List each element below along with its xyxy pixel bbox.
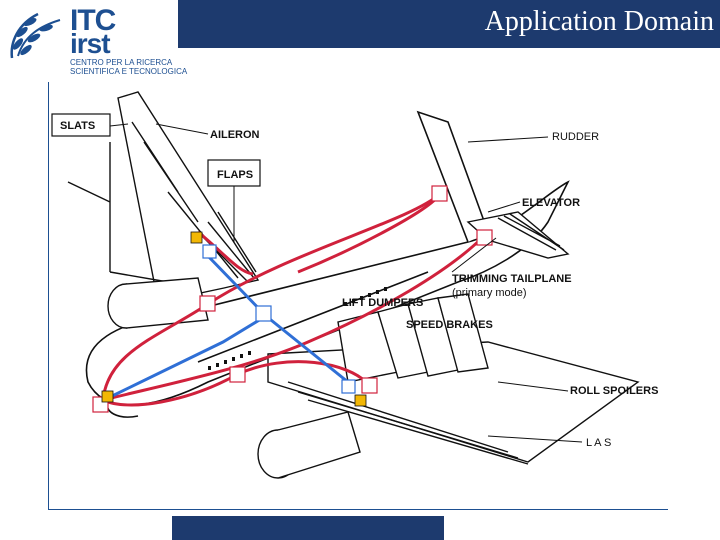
logo-itc: ITC [70,4,116,37]
header-bar: Application Domain [178,0,720,48]
label-flaps: FLAPS [217,169,253,181]
blue-bus [107,252,349,400]
label-rudder: RUDDER [552,131,599,143]
spoiler-node [229,366,246,383]
laurel-wreath-icon [10,12,61,59]
computer-node-1 [190,231,203,244]
engines [107,277,361,479]
speed-brake-node [341,379,356,394]
logo-subtitle-1: CENTRO PER LA RICERCA [70,58,173,67]
slats-box [51,113,111,137]
label-trimming-mode: (primary mode) [452,287,527,299]
blue-nodes [202,244,356,394]
upper-wing [67,91,260,303]
center-node [255,305,272,322]
rudder-node [431,185,448,202]
computer-node-2 [101,390,114,403]
logo-subtitle-2: SCIENTIFICA E TECNOLOGICA [70,67,188,76]
computer-node-3 [354,394,367,407]
flaps-node [202,244,217,259]
roll-spoiler-node [361,377,378,394]
label-slats: SLATS [60,120,95,132]
diagram-frame [48,82,668,510]
windows [208,287,387,370]
footer-bar [172,516,444,540]
label-speed-brakes: SPEED BRAKES [406,319,493,331]
lower-wing [267,293,640,465]
label-roll-spoilers: ROLL SPOILERS [570,385,658,397]
label-aileron: AILERON [210,129,260,141]
aircraft-diagram: SLATS AILERON FLAPS RUDDER ELEVATOR TRIM… [51,91,658,479]
label-lift-dumpers: LIFT DUMPERS [342,297,423,309]
label-las: L A S [586,437,611,449]
aileron-node [199,295,216,312]
logo: ITC irst CENTRO PER LA RICERCA SCIENTIFI… [4,2,187,76]
elevator-node [476,229,493,246]
label-trimming-tailplane: TRIMMING TAILPLANE [452,273,572,285]
yellow-nodes [101,231,367,407]
label-elevator: ELEVATOR [522,197,580,209]
page-title: Application Domain [484,6,714,37]
logo-irst: irst [70,28,111,59]
